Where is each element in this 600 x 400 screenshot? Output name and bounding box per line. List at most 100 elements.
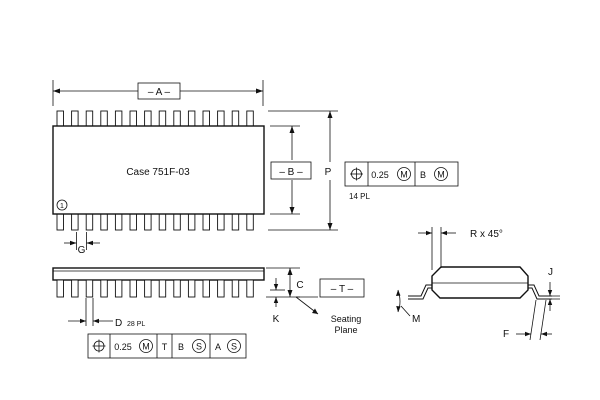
lead-side	[173, 279, 181, 298]
lead-side	[56, 279, 64, 298]
seating-plane-label-1: Seating	[331, 314, 362, 324]
end-view	[408, 266, 552, 300]
mmc-modifier-icon	[139, 339, 153, 353]
lead-top	[71, 110, 79, 127]
lead-top	[114, 110, 123, 127]
top-view: Case 751F-03 1	[52, 110, 265, 231]
lead-top	[100, 110, 108, 127]
lead-side	[187, 279, 196, 298]
package-label: Case 751F-03	[126, 167, 190, 178]
dimension-m: M	[396, 289, 420, 325]
dim-j-label: J	[548, 267, 553, 278]
lead-side	[100, 279, 108, 298]
tol-top-note: 14 PL	[349, 192, 370, 201]
tolerance-frame-top: 0.25 M B M 14 PL	[344, 161, 459, 201]
svg-text:S: S	[231, 342, 237, 352]
lead-top	[158, 110, 167, 127]
dimension-g: G	[64, 232, 100, 256]
dim-b-label: – B –	[279, 167, 303, 178]
lead-side	[158, 279, 167, 298]
lead-side	[231, 279, 240, 298]
tol-bottom-datum-a: A	[215, 342, 221, 352]
seating-plane-label-2: Plane	[334, 325, 357, 335]
lead-bottom	[173, 213, 181, 231]
lead-bottom	[217, 213, 225, 231]
lead-bottom	[187, 213, 196, 231]
svg-text:S: S	[196, 342, 202, 352]
tol-top-value: 0.25	[371, 170, 389, 180]
lead-top	[85, 110, 94, 127]
tolerance-frame-bottom: 0.25 M T B S A S	[87, 333, 247, 359]
svg-text:M: M	[400, 170, 408, 180]
pin1-number: 1	[60, 203, 64, 210]
top-pins-upper	[56, 110, 254, 127]
dimension-a: – A –	[52, 80, 264, 106]
lead-side	[129, 279, 137, 298]
dimension-c: C	[266, 267, 304, 298]
lead-top	[231, 110, 240, 127]
pin1-marker	[56, 199, 68, 211]
dim-t-label: – T –	[331, 284, 354, 295]
lead-top	[56, 110, 64, 127]
dim-f-label: F	[503, 329, 509, 340]
dimension-p: P	[268, 110, 338, 231]
lead-side	[202, 279, 210, 298]
lead-top	[217, 110, 225, 127]
lead-left	[408, 284, 432, 297]
side-view	[52, 267, 265, 298]
dim-r-label: R x 45°	[470, 229, 503, 240]
lead-top	[144, 110, 152, 127]
dimension-r: R x 45°	[418, 227, 503, 270]
lead-side	[144, 279, 152, 298]
lead-top	[187, 110, 196, 127]
tol-bottom-datum-b: B	[178, 342, 184, 352]
side-pins	[56, 279, 254, 298]
seating-plane: – T – Seating Plane	[295, 278, 365, 335]
lead-bottom	[202, 213, 210, 231]
lead-side	[71, 279, 79, 298]
lead-top	[246, 110, 254, 127]
rfs-modifier-icon	[227, 339, 241, 353]
lead-top	[173, 110, 181, 127]
mmc-modifier-icon	[434, 167, 448, 181]
dimension-b: – B –	[270, 125, 312, 215]
lead-bottom	[71, 213, 79, 231]
lead-side	[217, 279, 225, 298]
dim-d-label: D	[115, 318, 122, 329]
lead-top	[202, 110, 210, 127]
package-body-top	[52, 125, 265, 215]
lead-bottom	[85, 213, 94, 231]
dim-a-label: – A –	[148, 87, 171, 98]
package-body-side	[52, 267, 265, 281]
tol-bottom-datum-t: T	[162, 342, 168, 352]
lead-bottom	[231, 213, 240, 231]
top-pins-lower	[56, 213, 254, 231]
lead-side	[246, 279, 254, 298]
dim-p-label: P	[325, 167, 332, 178]
mmc-modifier-icon	[397, 167, 411, 181]
lead-bottom	[100, 213, 108, 231]
svg-text:M: M	[437, 170, 445, 180]
dimension-f: F	[503, 299, 552, 341]
lead-bottom	[144, 213, 152, 231]
lead-bottom	[129, 213, 137, 231]
lead-bottom	[158, 213, 167, 231]
dimension-k: K	[270, 278, 285, 325]
lead-bottom	[56, 213, 64, 231]
tol-top-datum: B	[420, 170, 426, 180]
dimension-d: D 28 PL	[68, 298, 145, 329]
svg-text:M: M	[142, 342, 150, 352]
rfs-modifier-icon	[192, 339, 206, 353]
lead-bottom	[246, 213, 254, 231]
lead-side	[85, 279, 94, 298]
dim-m-label: M	[412, 314, 420, 325]
dimension-j: J	[540, 267, 560, 311]
package-body-end	[431, 266, 529, 299]
dim-k-label: K	[273, 314, 280, 325]
dim-c-label: C	[296, 280, 303, 291]
dim-d-note: 28 PL	[127, 321, 145, 328]
lead-side	[114, 279, 123, 298]
dim-g-label: G	[78, 245, 86, 256]
lead-bottom	[114, 213, 123, 231]
